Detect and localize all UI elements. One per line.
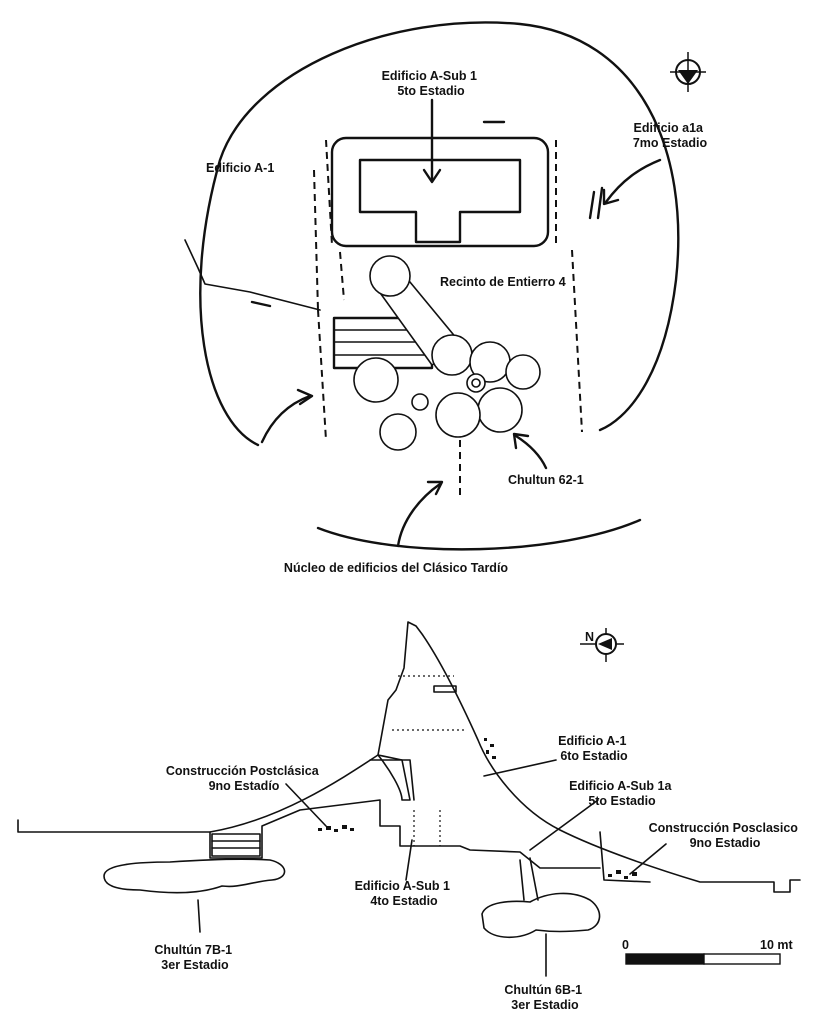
wall-a1a-1 xyxy=(588,190,596,220)
dashed-wall-left-1 xyxy=(325,139,333,246)
dashed-wall-mid xyxy=(339,251,345,301)
arrows-plan xyxy=(260,98,662,548)
label-edificio-a1a: Edificio a1a 7mo Estadio xyxy=(633,121,708,150)
plan-view: Edificio A-Sub 1 5to Estadio Edificio A-… xyxy=(184,21,708,575)
section-steps xyxy=(211,833,261,857)
chultun-7b1-chamber xyxy=(103,858,286,894)
label-nucleo: Núcleo de edificios del Clásico Tardío xyxy=(284,561,508,575)
scale-bar: 0 10 mt xyxy=(622,938,793,965)
mound-outline xyxy=(199,21,680,447)
north-arrow-section: N xyxy=(580,628,624,662)
burial-enclosure-chambers xyxy=(353,255,541,451)
label-construccion-postclasica: Construcción Postclásica 9no Estadío xyxy=(166,764,322,793)
edificio-a-sub-1-outline xyxy=(330,136,550,248)
mound-base-arc xyxy=(316,518,642,551)
label-recinto: Recinto de Entierro 4 xyxy=(440,275,566,289)
scale-start-label: 0 xyxy=(622,938,629,952)
dashed-wall-right-2 xyxy=(571,249,583,433)
section-inner-building xyxy=(369,759,651,883)
left-wall xyxy=(184,239,321,311)
dashed-wall-left-3 xyxy=(317,309,327,441)
section-small-slot xyxy=(433,685,457,693)
label-chultun-7b1: Chultún 7B-1 3er Estadio xyxy=(154,943,235,972)
edificio-a-sub-1-room xyxy=(358,158,522,244)
section-view: N Edificio A-1 6to Estadio Construcción … xyxy=(17,621,802,1012)
section-inner-line xyxy=(377,754,411,801)
rubble-marks xyxy=(318,738,637,879)
chultun-6b1-chamber xyxy=(481,892,601,939)
north-letter: N xyxy=(585,630,594,644)
section-leaders xyxy=(197,759,667,977)
label-edificio-a-sub-1: Edificio A-Sub 1 5to Estadio xyxy=(382,69,481,98)
label-construccion-posclasico: Construcción Posclasico 9no Estadio xyxy=(649,821,802,850)
wall-a1a-2 xyxy=(596,186,604,220)
dashed-wall-left-2 xyxy=(313,169,319,311)
label-edificio-a1: Edificio A-1 xyxy=(206,161,274,175)
label-section-edificio-a1: Edificio A-1 6to Estadio xyxy=(558,734,630,763)
north-arrow-plan xyxy=(670,52,706,92)
left-wall-tick xyxy=(250,300,272,308)
label-edificio-a-sub-1a: Edificio A-Sub 1a 5to Estadio xyxy=(569,779,675,808)
label-chultun-6b1: Chultún 6B-1 3er Estadio xyxy=(504,983,585,1012)
label-section-edificio-a-sub-1: Edificio A-Sub 1 4to Estadio xyxy=(355,879,454,908)
section-platform xyxy=(209,799,601,869)
scale-end-label: 10 mt xyxy=(760,938,793,952)
label-chultun-62-1: Chultun 62-1 xyxy=(508,473,584,487)
chultun-6b1-shaft xyxy=(519,857,539,901)
section-ground-profile xyxy=(17,621,801,893)
